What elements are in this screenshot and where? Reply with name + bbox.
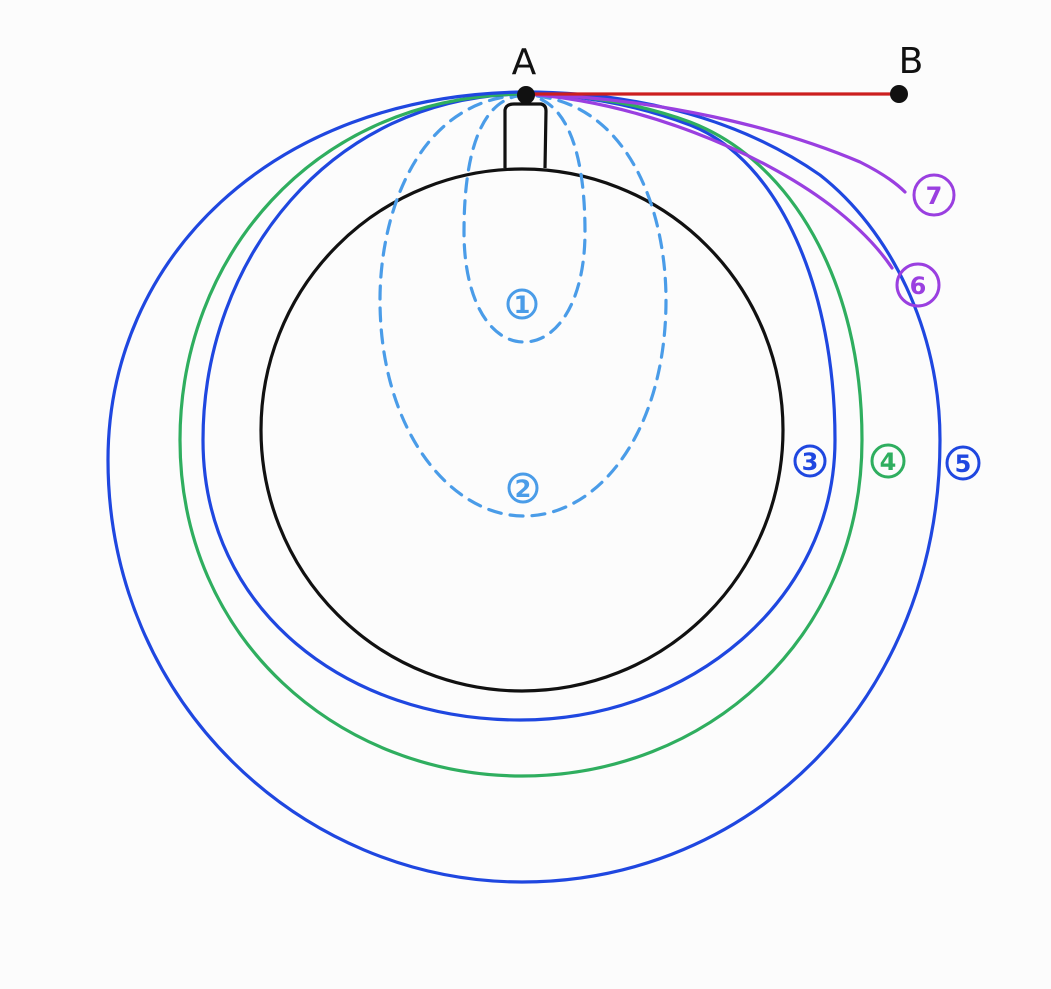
orbit-path-5 (106, 90, 942, 884)
orbit-path-4 (178, 92, 864, 778)
point-b-label: B (899, 41, 924, 82)
orbit-label-7: 7 (912, 173, 956, 217)
orbit-label-2: 2 (507, 472, 539, 504)
orbit-label-6: 6 (895, 262, 941, 308)
orbit-label-5: 5 (945, 445, 981, 481)
point-a-dot (517, 86, 535, 104)
trajectory-path-7 (524, 92, 907, 194)
svg-text:4: 4 (880, 448, 897, 476)
point-a-label: A (512, 42, 537, 83)
mountain-tower (503, 102, 548, 169)
point-b-dot (890, 85, 908, 103)
planet-circle (259, 167, 785, 693)
svg-text:5: 5 (955, 450, 972, 478)
svg-text:3: 3 (802, 448, 819, 476)
svg-text:7: 7 (926, 182, 943, 210)
orbit-label-4: 4 (870, 443, 906, 479)
orbit-path-3 (201, 92, 837, 722)
svg-text:2: 2 (515, 475, 532, 503)
trajectory-path-6 (524, 92, 894, 270)
orbit-label-1: 1 (506, 288, 538, 320)
svg-text:6: 6 (910, 272, 927, 300)
orbit-path-2 (378, 93, 668, 518)
orbit-label-3: 3 (793, 444, 827, 478)
orbit-path-1 (462, 93, 587, 344)
svg-text:1: 1 (514, 291, 531, 319)
